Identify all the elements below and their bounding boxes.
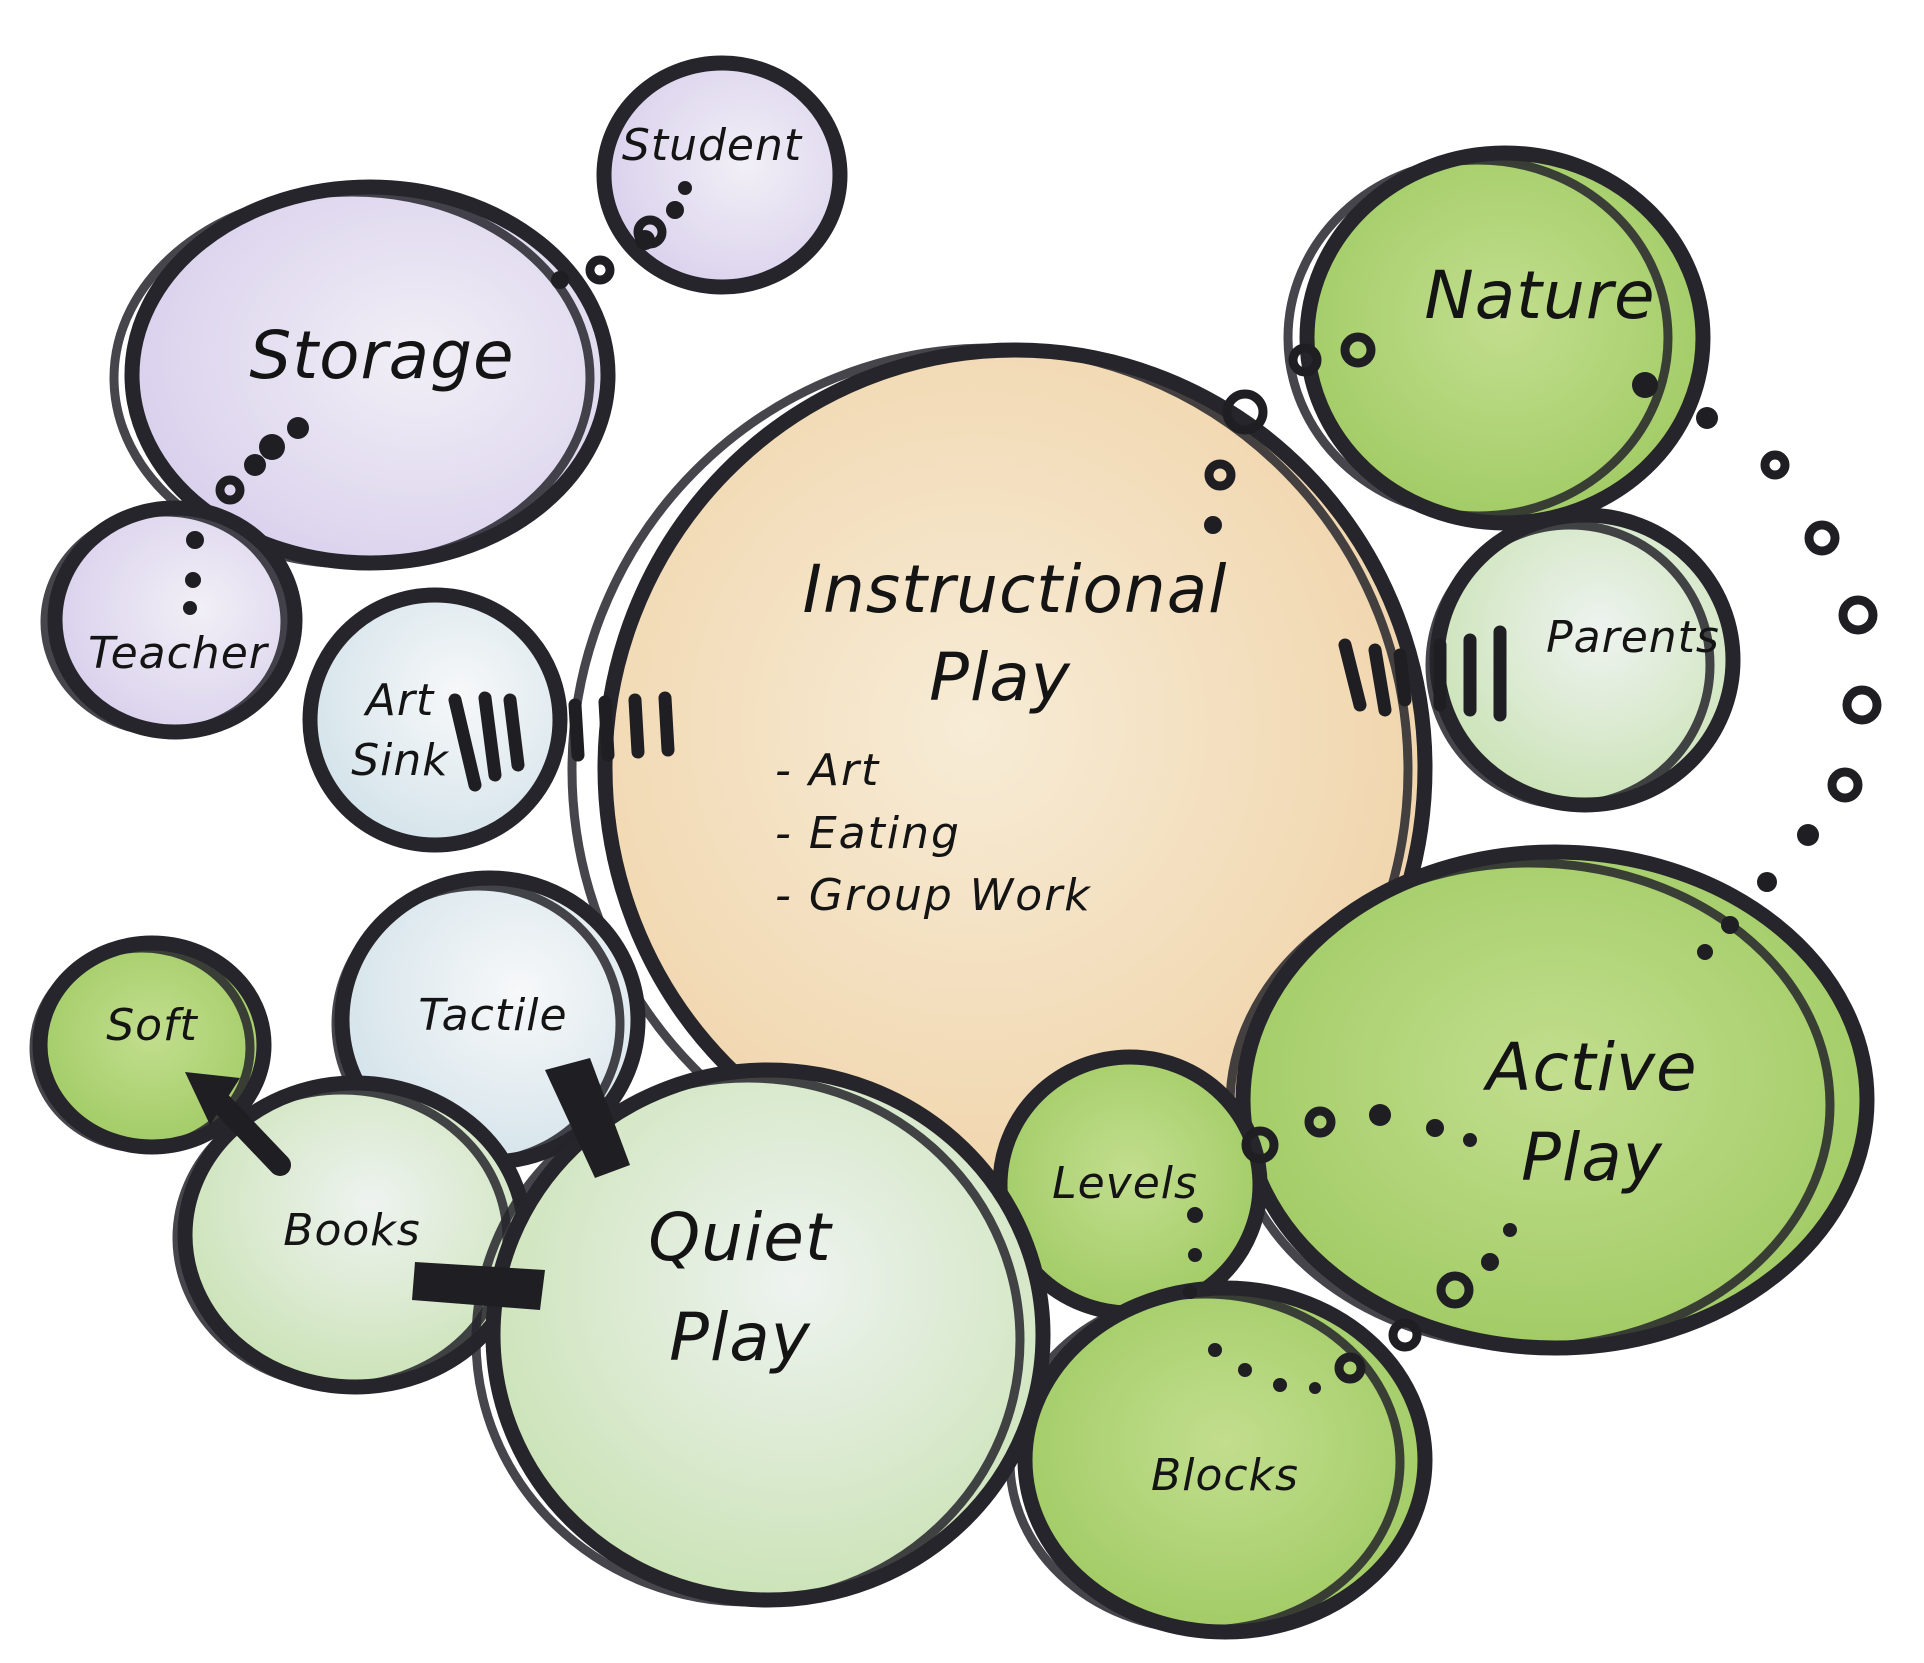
- connector-nature-activeplay: [1632, 372, 1882, 960]
- connector-tactile-quiet: [545, 1058, 630, 1178]
- connector-books-soft-arrow: [185, 1072, 291, 1176]
- instructional-play-title-line1: Instructional: [802, 551, 1227, 628]
- nature-label: Nature: [1424, 257, 1655, 334]
- instructional-play-title-line2: Play: [929, 639, 1071, 716]
- blocks-label: Blocks: [1151, 1450, 1299, 1501]
- connector-instructional-parents: [1338, 625, 1507, 722]
- active-play-label-line1: Active: [1482, 1029, 1697, 1106]
- instructional-note-eating: - Eating: [775, 808, 961, 859]
- art-sink-label-line2: Sink: [351, 735, 449, 786]
- connector-artsink-instructional: [448, 691, 675, 792]
- art-sink-label-line1: Art: [363, 675, 435, 726]
- quiet-play-bubble: [471, 1062, 1051, 1608]
- active-play-label-line2: Play: [1521, 1119, 1663, 1196]
- quiet-play-label-line2: Play: [669, 1299, 811, 1376]
- instructional-note-group-work: - Group Work: [775, 870, 1092, 921]
- connector-blocks-activeplay: [1208, 1223, 1517, 1394]
- connector-levels-activeplay: [1241, 1104, 1477, 1164]
- art-sink-bubble: [302, 587, 568, 853]
- connector-storage-teacher: [183, 417, 309, 615]
- connector-books-quiet: [412, 1262, 545, 1310]
- teacher-label: Teacher: [88, 628, 270, 679]
- parents-label: Parents: [1546, 612, 1720, 663]
- tactile-label: Tactile: [418, 990, 567, 1041]
- blocks-bubble: [1005, 1280, 1433, 1640]
- soft-label: Soft: [106, 1000, 198, 1051]
- levels-label: Levels: [1052, 1158, 1198, 1209]
- teacher-bubble: [40, 500, 303, 740]
- connector-levels-blocks: [1183, 1207, 1203, 1299]
- connector-instructional-nature: [1204, 332, 1376, 534]
- student-label: Student: [622, 120, 803, 171]
- quiet-play-label-line1: Quiet: [648, 1199, 833, 1276]
- student-bubble: [596, 55, 848, 295]
- instructional-note-art: - Art: [775, 745, 880, 796]
- storage-label: Storage: [249, 317, 514, 394]
- books-label: Books: [283, 1205, 420, 1256]
- nature-bubble: [1283, 145, 1711, 531]
- connector-storage-student: [551, 181, 692, 289]
